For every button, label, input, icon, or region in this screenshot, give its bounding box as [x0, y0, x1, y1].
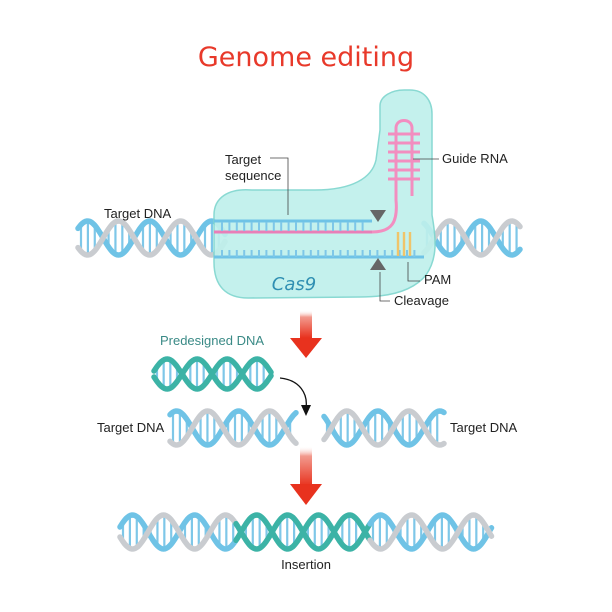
cleavage-leader-line — [379, 272, 390, 302]
cleavage-marker-bottom — [370, 258, 386, 270]
edited-dna-helix — [117, 512, 495, 552]
dna-backbone-strand — [233, 512, 373, 552]
target-sequence-label-line2: sequence — [225, 168, 281, 183]
dna-backbone-strand — [421, 218, 523, 258]
target-dna-left-label: Target DNA — [97, 420, 165, 435]
pam-site — [396, 232, 412, 256]
target-sequence-label-line1: Target — [225, 152, 262, 167]
target-dna-right-label: Target DNA — [450, 420, 518, 435]
guide-rna — [388, 132, 420, 181]
cleavage-label: Cleavage — [394, 293, 449, 308]
cas9-label: Cas9 — [272, 274, 316, 295]
guide-rna-strand — [371, 119, 414, 234]
predesigned-dna-label: Predesigned DNA — [160, 333, 264, 348]
cut-target-dna-right-helix — [321, 408, 447, 448]
insertion-path-arrow — [279, 377, 311, 416]
step-arrow-2 — [290, 446, 322, 505]
step-arrow-1 — [290, 310, 322, 358]
pam-leader-line — [407, 262, 420, 282]
dna-backbone-strand — [117, 512, 239, 552]
dna-backbone-strand — [367, 512, 495, 552]
dna-backbone-strand — [151, 356, 274, 392]
target-sequence-leader-line — [270, 157, 289, 215]
target-dna-helix-top-right — [421, 218, 523, 258]
dna-backbone-strand — [421, 218, 523, 258]
insertion-label: Insertion — [281, 557, 331, 572]
cut-target-dna-left-helix — [167, 408, 299, 448]
dna-backbone-strand — [367, 512, 495, 552]
guide-rna-label: Guide RNA — [442, 151, 508, 166]
edited-dna-right-segment — [367, 512, 495, 552]
predesigned-dna-helix — [151, 356, 274, 392]
target-dna-top-label: Target DNA — [104, 206, 172, 221]
edited-dna-left-segment — [117, 512, 239, 552]
cas9-protein — [213, 89, 436, 299]
inserted-dna-segment — [233, 512, 373, 552]
title: Genome editing — [198, 42, 414, 73]
cleavage-marker-top — [370, 210, 386, 222]
target-dna-inside-cas9 — [214, 119, 424, 259]
dna-backbone-strand — [321, 408, 447, 448]
dna-backbone-strand — [167, 408, 299, 448]
target-dna-helix-top-left — [75, 218, 228, 258]
cleavage-markers — [370, 210, 386, 270]
dna-backbone-strand — [75, 218, 228, 258]
pam-label: PAM — [424, 272, 451, 287]
